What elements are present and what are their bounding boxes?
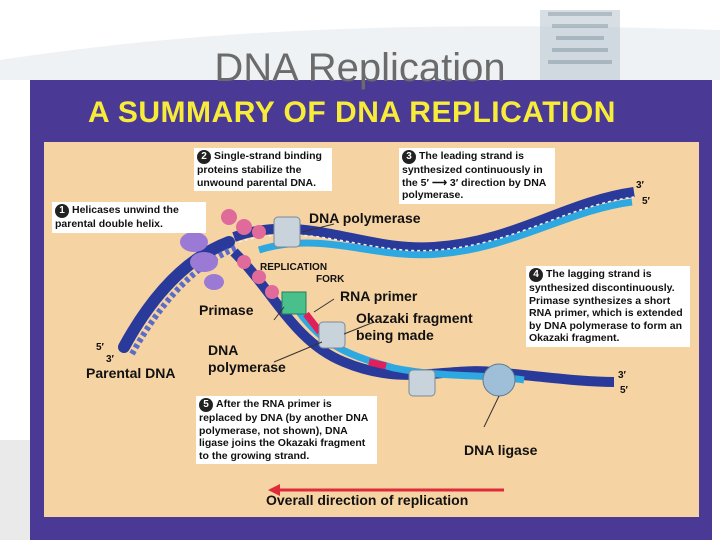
binding-proteins <box>221 209 279 299</box>
end-5-right: 5′ <box>620 385 628 396</box>
label-dna-polymerase-lower-2: polymerase <box>208 359 286 375</box>
end-5-top: 5′ <box>642 196 650 207</box>
primase-protein <box>281 291 307 315</box>
dna-polymerase-leading <box>273 216 301 248</box>
label-dna-ligase: DNA ligase <box>464 442 538 458</box>
label-rna-primer: RNA primer <box>340 288 418 304</box>
dna-polymerase-lagging-2 <box>408 369 436 397</box>
label-overall-direction: Overall direction of replication <box>266 492 469 508</box>
dna-ligase-protein <box>482 363 516 397</box>
end-3-left: 3′ <box>106 354 114 365</box>
leader-lines <box>273 223 500 428</box>
replication-diagram <box>118 187 635 496</box>
helicase-proteins <box>180 232 224 290</box>
label-dna-polymerase-lower-1: DNA <box>208 342 239 358</box>
parental-dna-helix <box>118 236 238 356</box>
dna-polymerase-lagging <box>318 321 346 349</box>
label-replication-fork: REPLICATION <box>260 262 328 273</box>
label-fork: FORK <box>316 274 345 285</box>
direction-arrow <box>268 484 504 496</box>
label-primase: Primase <box>199 302 254 318</box>
slide-title: DNA Replication <box>214 46 506 90</box>
end-3-top: 3′ <box>636 180 644 191</box>
label-okazaki-fragment: Okazaki fragment <box>356 310 473 326</box>
label-parental-dna: Parental DNA <box>86 365 176 381</box>
figure-title: A SUMMARY OF DNA REPLICATION <box>88 96 616 129</box>
end-3-right: 3′ <box>618 370 626 381</box>
end-5-left: 5′ <box>96 342 104 353</box>
diagram-panel: A SUMMARY OF DNA REPLICATION <box>30 80 712 540</box>
label-okazaki-being-made: being made <box>356 327 434 343</box>
label-dna-polymerase-top: DNA polymerase <box>309 210 421 226</box>
